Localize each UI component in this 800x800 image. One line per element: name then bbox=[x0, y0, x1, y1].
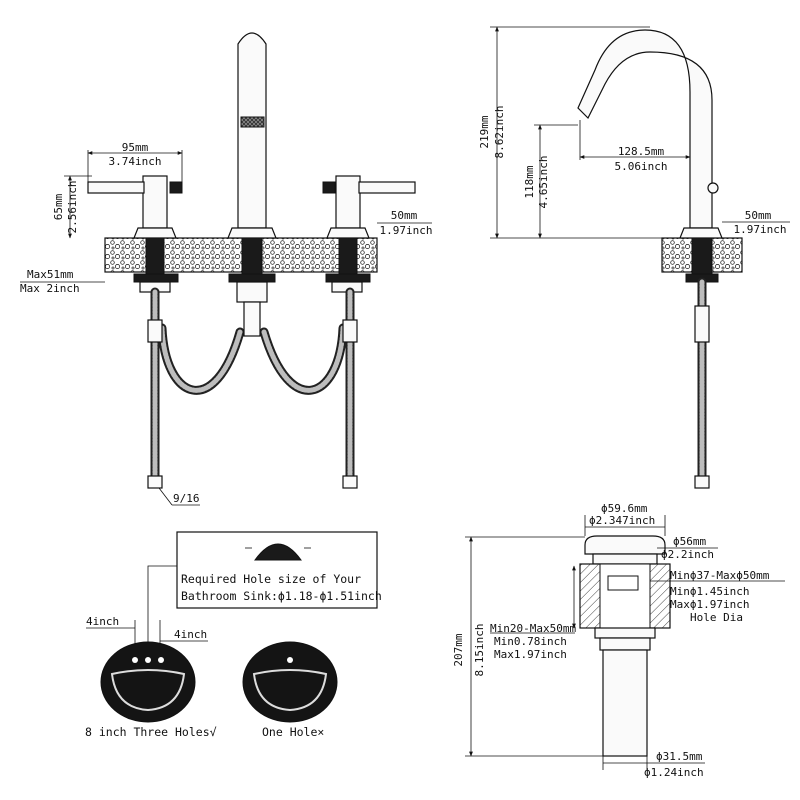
dim-collar-dia: ϕ56mm ϕ2.2inch bbox=[657, 535, 718, 561]
handle-spread-inch: 3.74inch bbox=[109, 155, 162, 168]
dim-deck-thickness: Max51mm Max 2inch bbox=[20, 238, 106, 295]
spout-height-mm: 118mm bbox=[523, 165, 536, 198]
deck-right-mm: 50mm bbox=[391, 209, 418, 222]
handle-height-inch: 2.56inch bbox=[66, 181, 79, 234]
side-base-mm: 50mm bbox=[745, 209, 772, 222]
front-view: 95mm 3.74inch 65mm 2.56inch 50mm 1.97inc… bbox=[20, 32, 432, 506]
tail-dia-inch: ϕ1.24inch bbox=[644, 766, 704, 779]
deck-thickness-inch: Max 2inch bbox=[20, 282, 80, 295]
spacing-right-label: 4inch bbox=[174, 628, 207, 641]
dim-total-height: 219mm 8.62inch bbox=[478, 26, 662, 239]
dim-drain-height: 207mm 8.15inch bbox=[452, 536, 603, 757]
drain-cap bbox=[584, 535, 666, 555]
dim-handle-spread: 95mm 3.74inch bbox=[87, 141, 183, 182]
right-handle bbox=[322, 175, 416, 275]
handle-spread-mm: 95mm bbox=[122, 141, 149, 154]
dim-spout-reach: 128.5mm 5.06inch bbox=[579, 120, 691, 173]
side-lever bbox=[707, 182, 719, 194]
dim-cap-dia: ϕ59.6mm ϕ2.347inch bbox=[584, 502, 666, 536]
one-hole-label: One Hole× bbox=[262, 725, 324, 739]
hole-min: Minϕ1.45inch bbox=[670, 585, 749, 598]
hose-thread-label: 9/16 bbox=[173, 492, 200, 505]
dim-tail-dia: ϕ31.5mm ϕ1.24inch bbox=[602, 750, 705, 779]
drain-height-mm: 207mm bbox=[452, 633, 465, 666]
tail-dia-mm: ϕ31.5mm bbox=[656, 750, 703, 763]
spout-height-inch: 4.65inch bbox=[537, 156, 550, 209]
thickness-min: Min0.78inch bbox=[494, 635, 567, 648]
drain-tailpiece bbox=[602, 649, 648, 757]
drain-view: ϕ59.6mm ϕ2.347inch ϕ56mm ϕ2.2inch Minϕ37… bbox=[452, 502, 785, 779]
dim-sink-thickness: Min20-Max50mm Min0.78inch Max1.97inch bbox=[490, 565, 576, 661]
sink-one-hole bbox=[242, 641, 338, 723]
side-base-inch: 1.97inch bbox=[734, 223, 787, 236]
dim-deck-right: 50mm 1.97inch bbox=[377, 209, 432, 237]
dim-spout-height: 118mm 4.65inch bbox=[523, 124, 578, 239]
required-hole-box bbox=[176, 531, 378, 609]
spacing-left-label: 4inch bbox=[86, 615, 119, 628]
sink-three-holes bbox=[100, 641, 196, 723]
thickness-max: Max1.97inch bbox=[494, 648, 567, 661]
hole-info: Required Hole size of Your Bathroom Sink… bbox=[85, 531, 382, 739]
dim-hole-dia: Minϕ37-Maxϕ50mm Minϕ1.45inch Maxϕ1.97inc… bbox=[650, 569, 785, 624]
required-hole-line2: Bathroom Sink:ϕ1.18-ϕ1.51inch bbox=[181, 589, 382, 603]
spout-reach-inch: 5.06inch bbox=[615, 160, 668, 173]
required-hole-line1: Required Hole size of Your bbox=[181, 572, 361, 586]
left-handle bbox=[87, 175, 183, 275]
hole-max: Maxϕ1.97inch bbox=[670, 598, 749, 611]
three-holes-label: 8 inch Three Holes√ bbox=[85, 725, 217, 739]
spout-reach-mm: 128.5mm bbox=[618, 145, 665, 158]
collar-dia-mm: ϕ56mm bbox=[673, 535, 706, 548]
total-height-mm: 219mm bbox=[478, 115, 491, 148]
hole-range: Minϕ37-Maxϕ50mm bbox=[670, 569, 770, 582]
dim-handle-height: 65mm 2.56inch bbox=[52, 175, 92, 239]
dim-side-base: 50mm 1.97inch bbox=[722, 209, 790, 236]
dim-hole-spacing: 4inch 4inch bbox=[86, 615, 208, 655]
cap-dia-mm: ϕ59.6mm bbox=[601, 502, 648, 515]
handle-height-mm: 65mm bbox=[52, 193, 65, 220]
side-spout bbox=[577, 29, 713, 229]
hole-cap-icon bbox=[254, 543, 302, 561]
mounting-nuts bbox=[133, 273, 371, 303]
dim-hose-thread: 9/16 bbox=[158, 487, 200, 506]
drain-height-inch: 8.15inch bbox=[473, 624, 486, 677]
deck-thickness-mm: Max51mm bbox=[27, 268, 74, 281]
cap-dia-inch: ϕ2.347inch bbox=[589, 514, 655, 527]
thickness-mm: Min20-Max50mm bbox=[490, 622, 576, 635]
spout bbox=[227, 32, 277, 275]
deck-right-inch: 1.97inch bbox=[380, 224, 433, 237]
collar-dia-inch: ϕ2.2inch bbox=[661, 548, 714, 561]
hole-dia-label: Hole Dia bbox=[690, 611, 743, 624]
supply-hoses bbox=[147, 287, 358, 489]
total-height-inch: 8.62inch bbox=[493, 106, 506, 159]
side-view: 219mm 8.62inch 128.5mm 5.06inch 118mm 4.… bbox=[478, 26, 790, 489]
